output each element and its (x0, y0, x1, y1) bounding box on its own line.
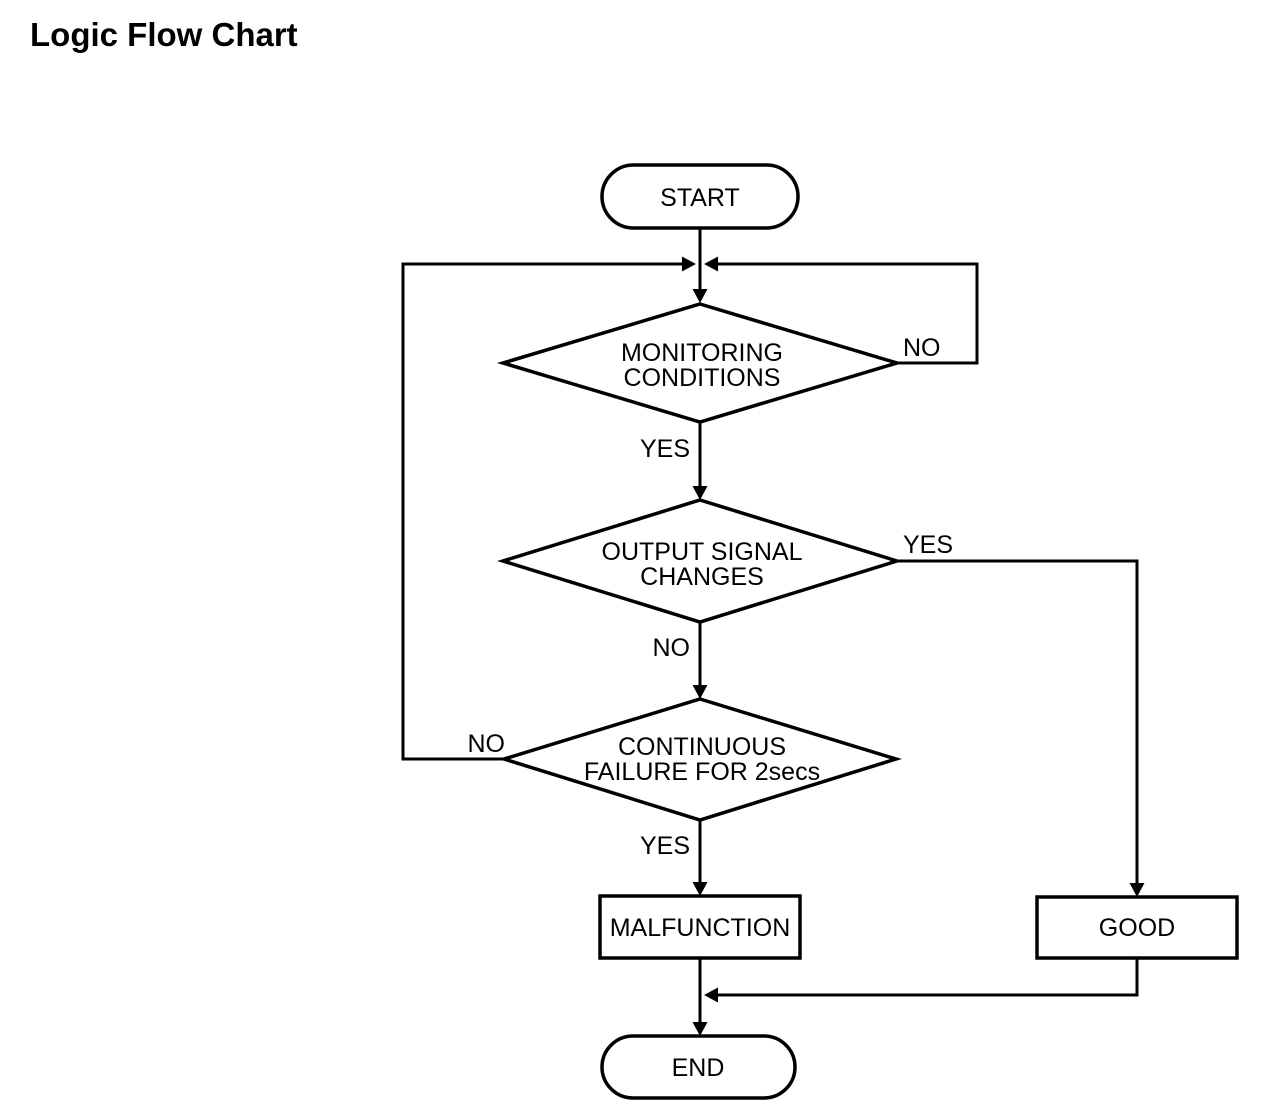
edge-output-yes (897, 559, 1145, 897)
edge-label-continuous-yes: YES (640, 832, 690, 860)
edge-label-output-no: NO (653, 634, 691, 662)
node-monitoring-conditions-label-line1: MONITORING (621, 339, 783, 367)
edge-label-monitoring-yes: YES (640, 435, 690, 463)
node-output-signal-changes-shape (497, 498, 903, 624)
node-monitoring-conditions-label-line2: CONDITIONS (624, 364, 781, 392)
node-end: END (600, 1034, 797, 1100)
arrowhead-down-into-good (1129, 883, 1145, 897)
node-continuous-failure-label-line2: FAILURE FOR 2secs (584, 758, 820, 786)
arrowhead-down-into-monitoring (692, 289, 708, 303)
node-malfunction-label: MALFUNCTION (610, 914, 791, 942)
edge-monitoring-no-line (716, 262, 979, 365)
edge-monitoring-yes (692, 422, 708, 500)
page-title: Logic Flow Chart (30, 16, 298, 53)
edge-output-no (692, 622, 708, 699)
node-output-signal-changes: OUTPUT SIGNAL CHANGES (497, 498, 903, 624)
arrowhead-left-at-merge (704, 987, 718, 1003)
arrowhead-down-into-end (692, 1022, 708, 1036)
arrowhead-down-into-output (692, 486, 708, 500)
edge-label-monitoring-no: NO (903, 334, 941, 362)
node-start-shape (600, 163, 800, 230)
node-output-signal-changes-label-line1: OUTPUT SIGNAL (602, 538, 803, 566)
node-continuous-failure: CONTINUOUS FAILURE FOR 2secs (498, 697, 902, 822)
node-start: START (600, 163, 800, 230)
node-monitoring-conditions: MONITORING CONDITIONS (496, 302, 904, 424)
node-end-label: END (672, 1054, 725, 1082)
edge-start-to-monitoring (692, 228, 708, 303)
node-malfunction-shape (598, 894, 802, 960)
edge-label-continuous-no: NO (468, 730, 506, 758)
arrowhead-right-at-junction (682, 256, 696, 272)
node-monitoring-conditions-shape (496, 302, 904, 424)
node-end-shape (600, 1034, 797, 1100)
edge-monitoring-no-loop (704, 256, 979, 365)
edge-malfunction-to-end (692, 958, 708, 1036)
edge-good-to-merge (704, 958, 1139, 1003)
edge-output-yes-line (897, 559, 1139, 885)
edge-continuous-no-line (401, 262, 684, 761)
node-continuous-failure-shape (498, 697, 902, 822)
node-start-label: START (660, 184, 740, 212)
arrowhead-left-at-junction (704, 256, 718, 272)
node-good-shape (1035, 895, 1239, 960)
node-continuous-failure-label-line1: CONTINUOUS (618, 733, 786, 761)
node-output-signal-changes-label-line2: CHANGES (640, 563, 764, 591)
edge-good-to-merge-line (716, 958, 1139, 997)
node-good: GOOD (1035, 895, 1239, 960)
arrowhead-down-into-malfunction (692, 882, 708, 896)
edge-continuous-no-loop (401, 256, 696, 761)
edge-continuous-yes (692, 820, 708, 896)
node-malfunction: MALFUNCTION (598, 894, 802, 960)
node-good-label: GOOD (1099, 914, 1175, 942)
arrowhead-down-into-continuous (692, 685, 708, 699)
edge-label-output-yes: YES (903, 531, 953, 559)
